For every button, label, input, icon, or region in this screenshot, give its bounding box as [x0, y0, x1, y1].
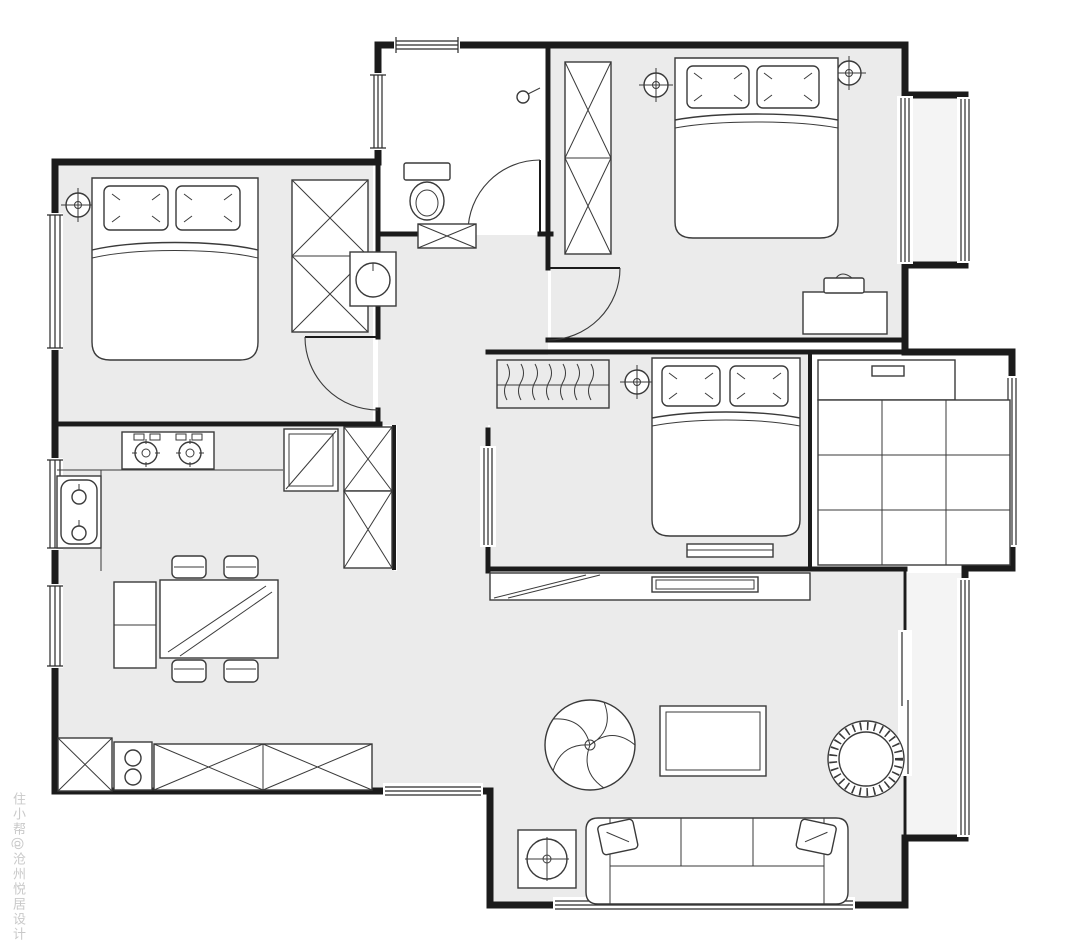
cabinet-row-bottom	[57, 737, 373, 792]
floor-lamp-table-icon	[517, 829, 577, 889]
dining-chair-icon	[171, 659, 207, 683]
window-bedroom-middle-left	[480, 446, 496, 547]
television-icon	[651, 576, 759, 593]
floor-balcony-top-right	[907, 97, 963, 263]
window-bay-outer	[957, 97, 973, 263]
gas-stove-icon	[121, 431, 215, 470]
double-bed	[91, 177, 259, 361]
rattan-chair-icon	[827, 720, 905, 798]
pillow-icon	[795, 818, 837, 856]
window-balcony-outer	[957, 578, 973, 837]
dining-table-icon	[159, 579, 279, 659]
pillow-icon	[103, 185, 169, 231]
coffee-table-icon	[659, 705, 767, 777]
dresser	[802, 273, 888, 335]
toilet-icon	[403, 162, 451, 221]
dining-area	[113, 555, 279, 683]
modular-wardrobe-icon	[817, 399, 1011, 566]
bedroom-top-right	[564, 56, 888, 335]
suitcase-icon	[823, 277, 865, 294]
refrigerator-icon	[283, 428, 339, 492]
interior-walls	[52, 42, 1015, 840]
sideboard-icon	[113, 581, 157, 669]
washing-machine-icon	[417, 223, 477, 249]
door-bedroom-top-right	[547, 267, 621, 341]
cabinet-top	[817, 359, 956, 401]
window-bedroom-left	[47, 213, 63, 350]
wardrobe-x-icon	[564, 61, 612, 255]
sofa-icon	[585, 817, 849, 905]
bedroom-top-left	[61, 177, 397, 361]
water-dispenser-icon	[113, 741, 153, 791]
living-room	[489, 572, 905, 905]
dining-chair-icon	[223, 555, 259, 579]
window-bathroom-top	[394, 37, 460, 53]
ceiling-lamp-icon	[620, 365, 654, 399]
floor-balcony-right	[907, 573, 963, 836]
window-dining-bottom	[383, 783, 483, 799]
bathroom	[403, 87, 541, 249]
ceiling-lamp-icon	[639, 68, 673, 102]
shower-icon	[516, 87, 541, 104]
doors	[304, 159, 621, 411]
window-bay-inner	[897, 96, 913, 264]
walk-in-closet	[817, 359, 1011, 566]
dining-chair-icon	[223, 659, 259, 683]
kitchen-sink-icon	[56, 475, 102, 549]
walls	[51, 41, 1016, 909]
pillow-icon	[175, 185, 241, 231]
bed-bench-icon	[686, 543, 774, 558]
pillow-icon	[756, 65, 820, 109]
washbasin-icon	[349, 251, 397, 307]
door-bathroom	[467, 159, 541, 233]
kitchen	[56, 426, 393, 571]
pillow-icon	[686, 65, 750, 109]
double-bed	[674, 57, 839, 239]
sliding-door-balcony	[898, 630, 912, 776]
window-bathroom-left	[370, 73, 386, 150]
bedroom-middle	[496, 357, 801, 558]
dining-chair-icon	[171, 555, 207, 579]
floor-corridor	[397, 425, 488, 571]
shoe-cabinet-icon	[57, 737, 113, 792]
ceiling-fan-icon	[544, 699, 636, 791]
exterior-wall	[51, 41, 1016, 909]
pillow-icon	[661, 365, 721, 407]
window-dining-left	[47, 584, 63, 668]
pillow-icon	[729, 365, 789, 407]
closet-hangers-icon	[496, 359, 610, 409]
double-bed	[651, 357, 801, 537]
tall-cabinet-icon	[343, 426, 393, 569]
ceiling-lamp-icon	[61, 188, 95, 222]
door-bedroom-top-left	[304, 336, 379, 411]
tv-console-icon	[489, 572, 811, 601]
long-cabinet-icon	[153, 743, 373, 791]
pillow-icon	[597, 818, 639, 856]
